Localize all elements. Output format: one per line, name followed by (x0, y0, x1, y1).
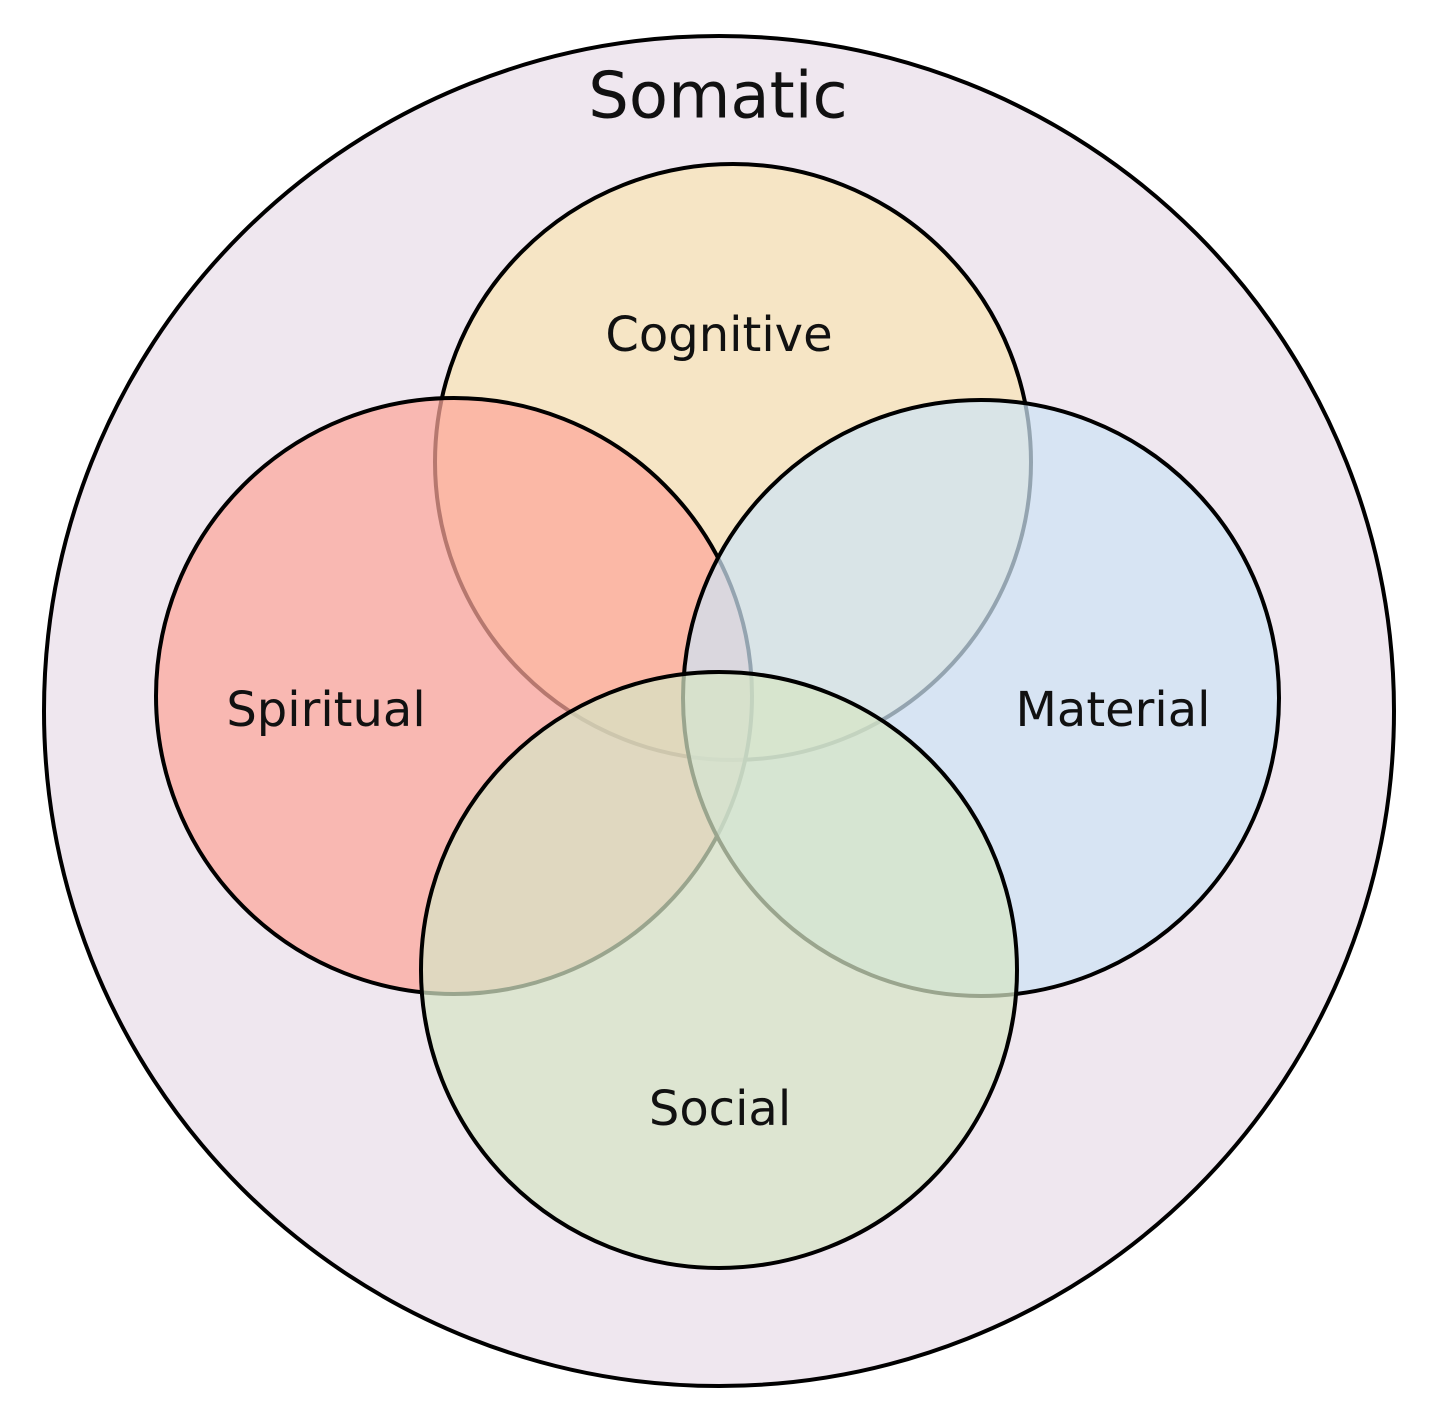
somatic-label: Somatic (588, 60, 847, 134)
cognitive-label: Cognitive (605, 307, 832, 363)
social-circle (419, 670, 1019, 1270)
spiritual-label: Spiritual (226, 682, 425, 738)
social-label: Social (649, 1081, 791, 1137)
material-label: Material (1016, 682, 1211, 738)
